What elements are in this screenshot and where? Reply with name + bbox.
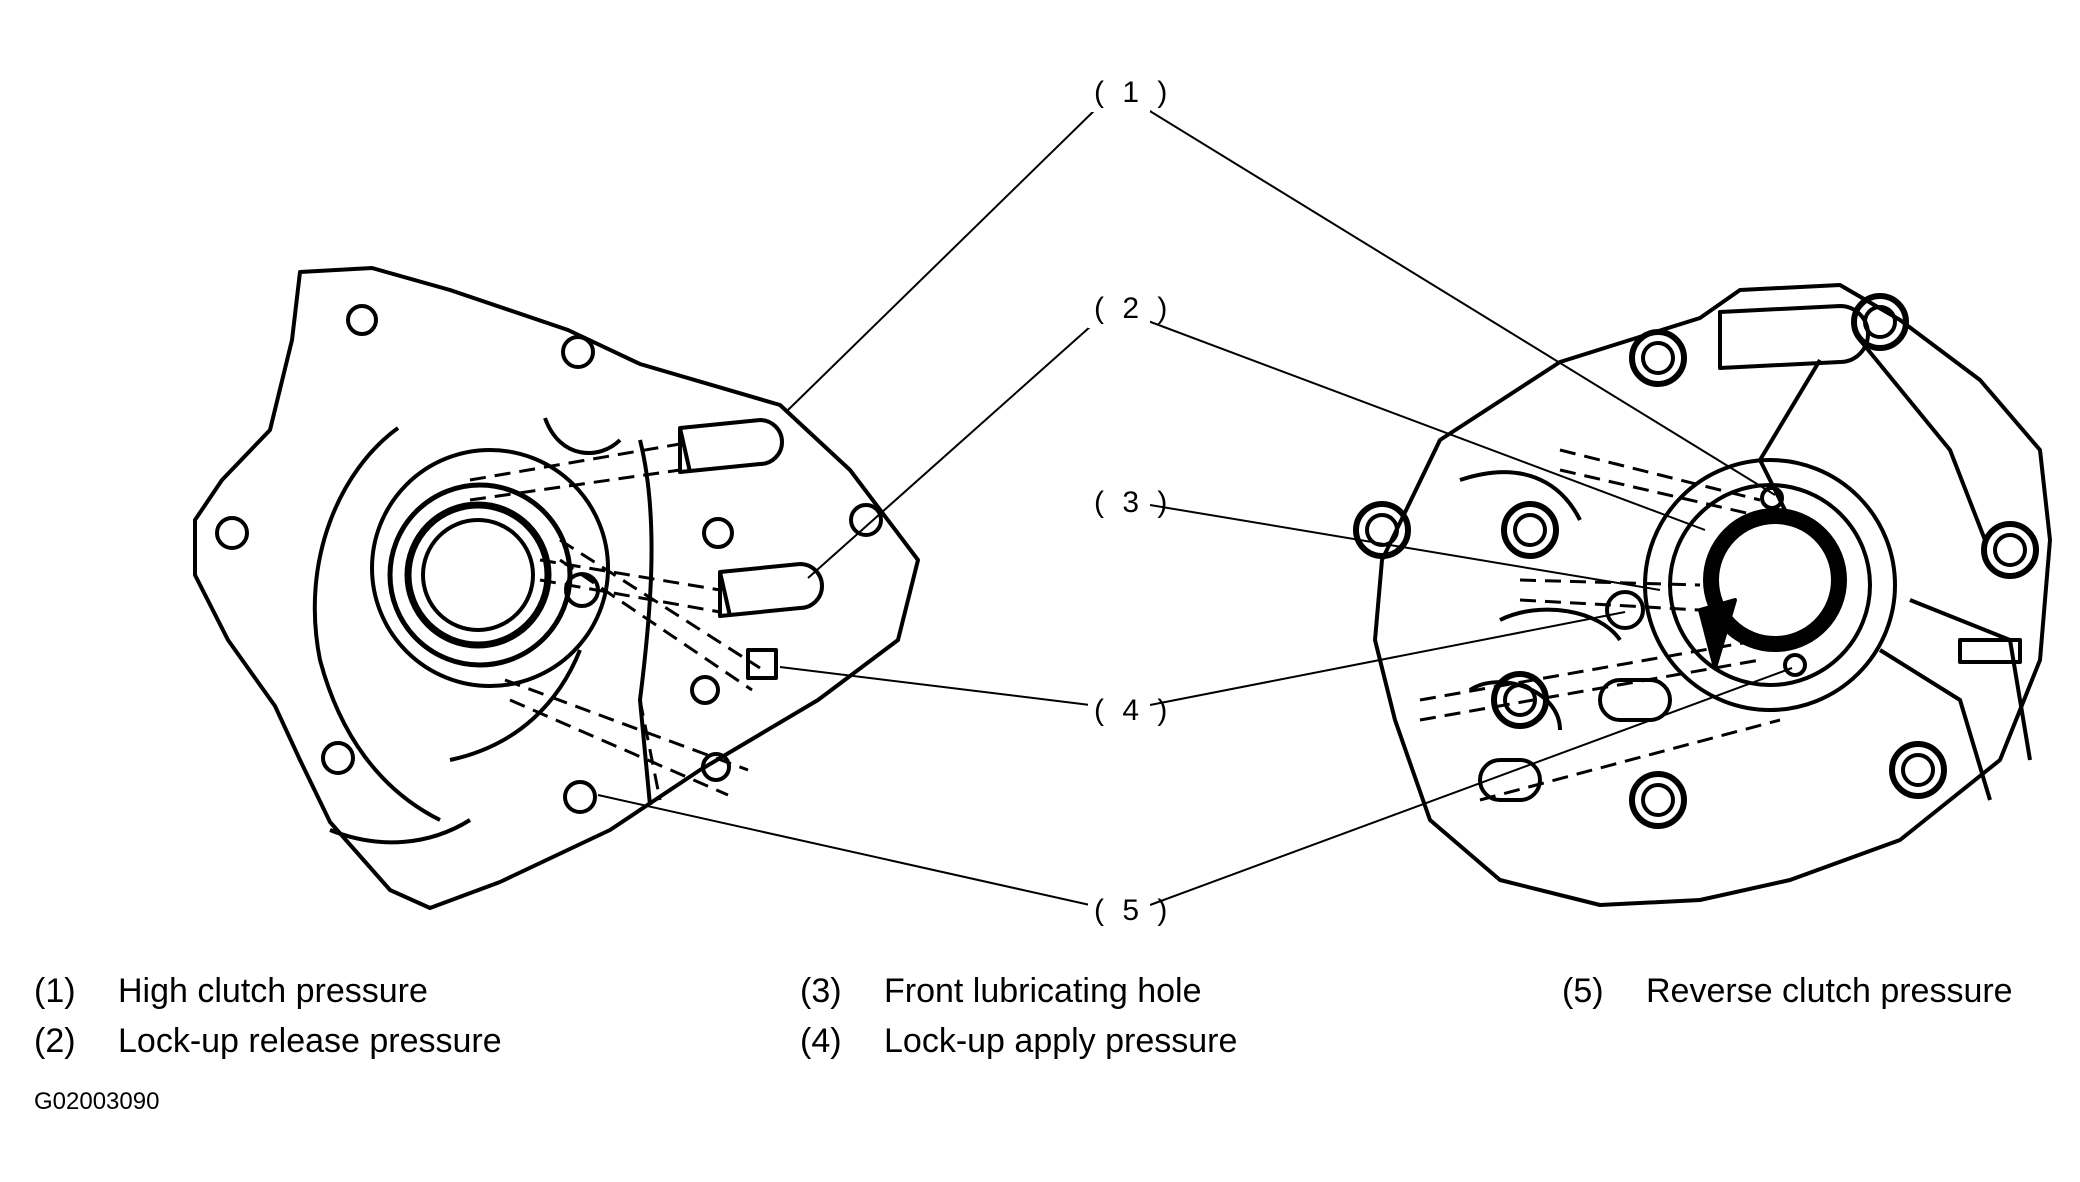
bolt-hole (701, 752, 731, 782)
right-pump-cover (1353, 283, 2052, 907)
bolt-hole (346, 304, 378, 336)
callout-labels: ( 1 ) ( 2 ) ( 3 ) ( 4 ) ( 5 ) (1088, 72, 1172, 930)
bolt-hole (849, 503, 883, 537)
callout-5: ( 5 ) (1094, 894, 1172, 927)
callout-4: ( 4 ) (1094, 694, 1172, 727)
bolt-hole (215, 516, 249, 550)
leader-2-left (807, 317, 1101, 579)
bolt-hole (702, 517, 734, 549)
figure-id: G02003090 (34, 1088, 160, 1115)
bolt-hole (563, 780, 597, 814)
leader-5-right (1149, 667, 1793, 906)
bolt-hole (321, 741, 355, 775)
callout-3: ( 3 ) (1094, 486, 1172, 519)
leader-2-right (1139, 317, 1706, 531)
leader-4-left (779, 666, 1091, 706)
leader-lines (597, 104, 1793, 906)
callout-1: ( 1 ) (1094, 76, 1172, 109)
leader-1-right (1139, 104, 1776, 496)
callout-2: ( 2 ) (1094, 292, 1172, 325)
left-pump-cover (193, 266, 920, 910)
bolt-hole (690, 675, 720, 705)
leader-4-right (1149, 611, 1626, 706)
bolt-hole (561, 335, 595, 369)
leader-5-left (597, 794, 1091, 906)
leader-1-left (787, 104, 1101, 411)
leader-3 (1149, 504, 1661, 591)
